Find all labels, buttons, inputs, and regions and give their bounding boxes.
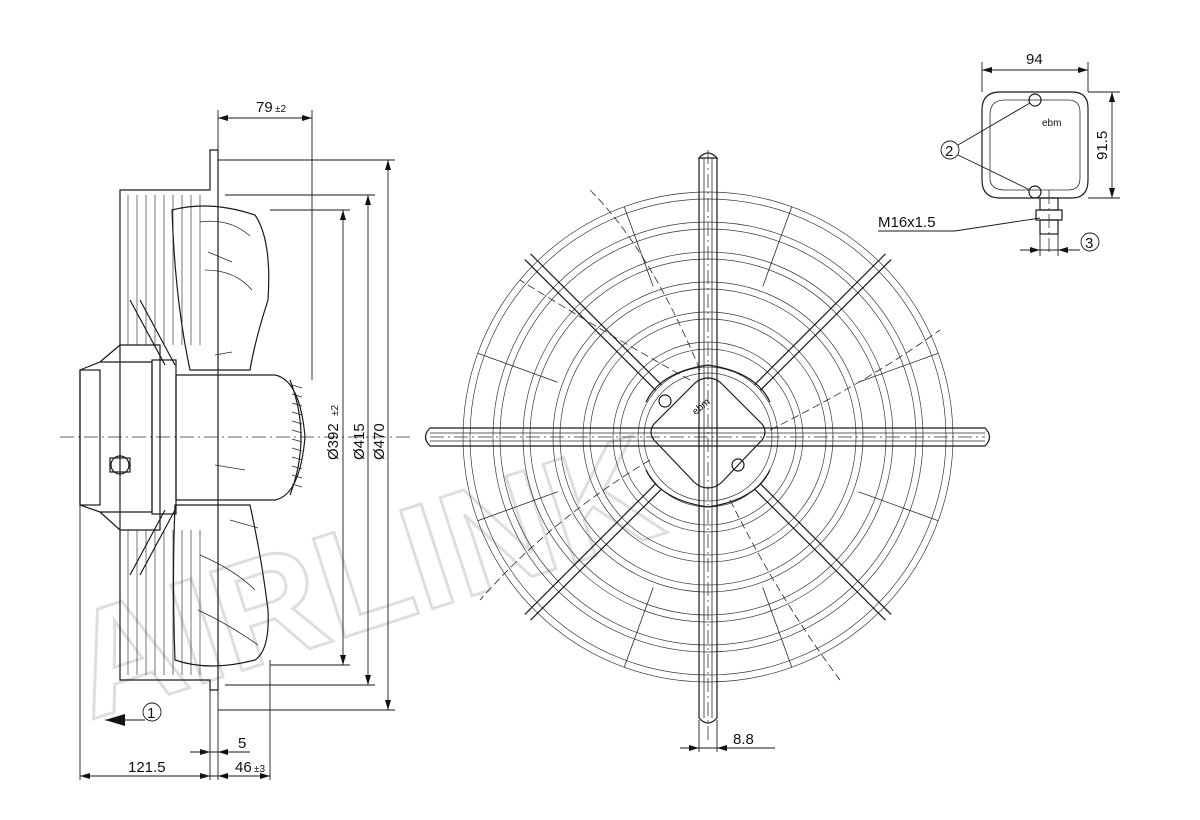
front-logo: ebm xyxy=(690,397,712,418)
box-logo: ebm xyxy=(1042,118,1061,129)
dim-121-5-label: 121.5 xyxy=(128,759,166,776)
dim-79-tolerance: ±2 xyxy=(275,104,286,115)
terminal-box-view: ebm 94 91.5 2 M16x1.5 3 xyxy=(878,51,1120,256)
dim-415-label: Ø415 xyxy=(351,423,368,460)
dim-8-8-label: 8.8 xyxy=(733,731,754,748)
callout-3: 3 xyxy=(1085,235,1093,252)
dim-5-label: 5 xyxy=(238,735,246,752)
front-view: ebm 8.8 xyxy=(424,150,991,752)
side-view: 79 ±2 Ø392 ±2 Ø415 Ø470 1 xyxy=(60,99,410,780)
thread-label: M16x1.5 xyxy=(878,214,936,231)
callout-1: 1 xyxy=(147,705,155,722)
dim-94-label: 94 xyxy=(1026,51,1043,68)
dim-46-label: 46 xyxy=(235,759,252,776)
dim-392-tolerance: ±2 xyxy=(330,405,341,416)
callout-2: 2 xyxy=(945,143,953,160)
dim-46-tolerance: ±3 xyxy=(254,764,265,775)
dim-79-label: 79 xyxy=(256,99,273,116)
front-terminal-box: ebm xyxy=(645,364,771,508)
dim-392-label: Ø392 xyxy=(325,423,342,460)
dim-91-5-label: 91.5 xyxy=(1094,131,1111,160)
dim-470-label: Ø470 xyxy=(371,423,388,460)
